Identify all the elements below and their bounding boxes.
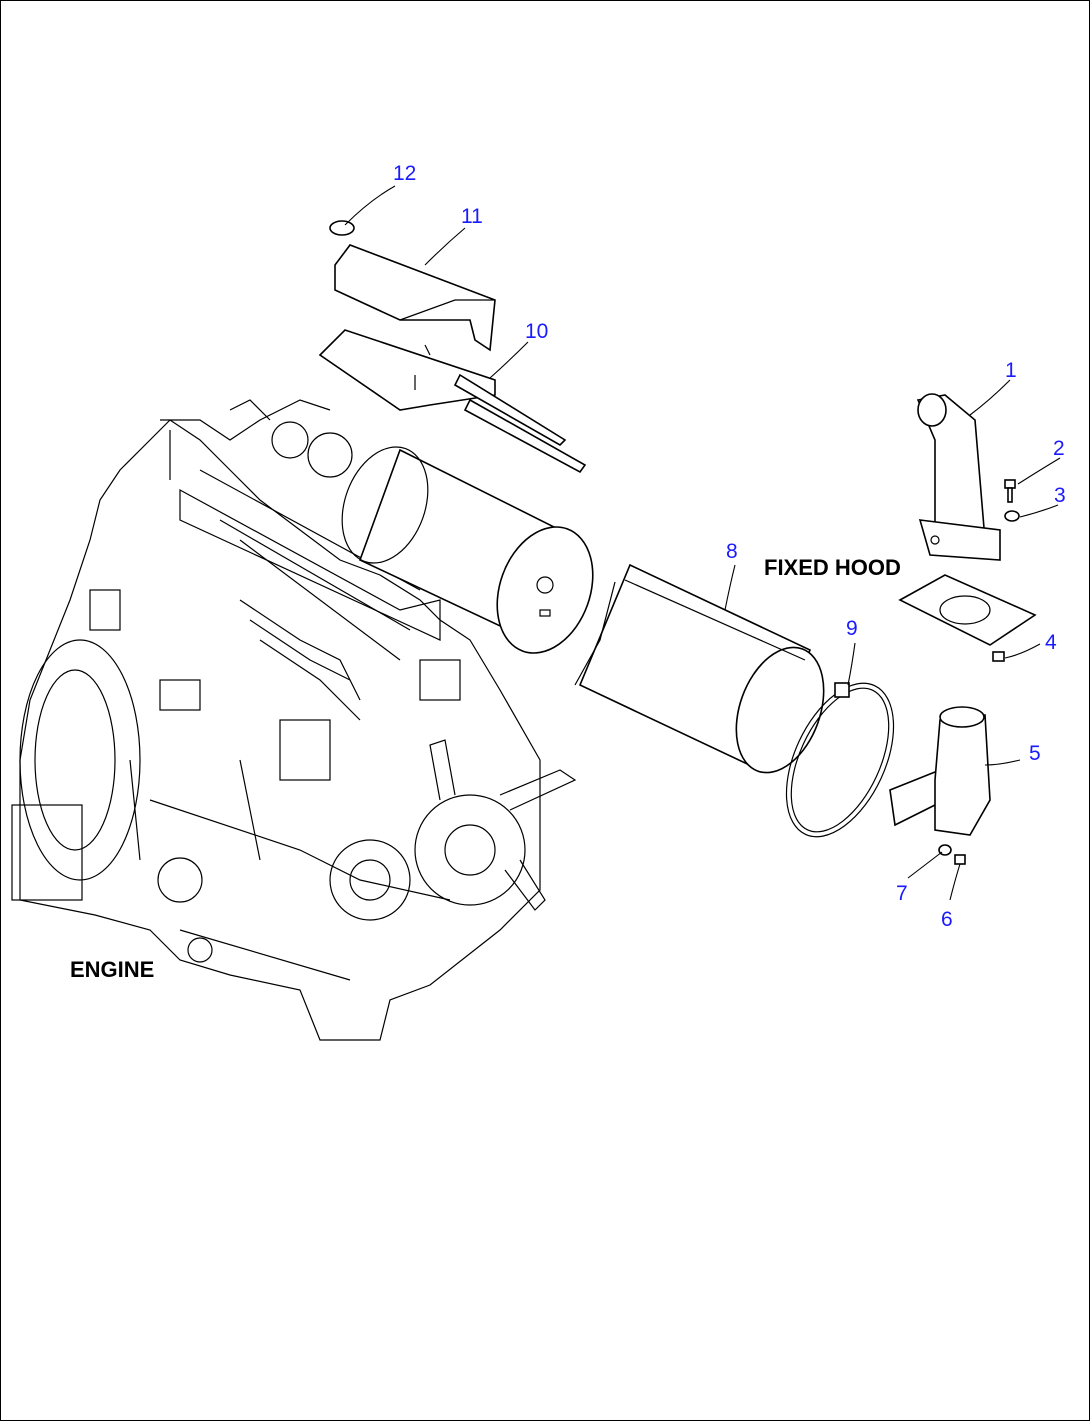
callout-5: 5 bbox=[1029, 742, 1041, 765]
part-4-nut bbox=[992, 651, 1005, 662]
gasket bbox=[898, 574, 1037, 646]
callout-1: 1 bbox=[1005, 359, 1017, 382]
callout-3: 3 bbox=[1054, 484, 1066, 507]
part-3-washer bbox=[1004, 510, 1020, 522]
part-10-plate bbox=[318, 329, 587, 474]
leader-lines bbox=[344, 185, 1061, 901]
callout-6: 6 bbox=[941, 908, 953, 931]
engine-label: ENGINE bbox=[70, 957, 154, 982]
part-8-muffler-cover bbox=[574, 563, 825, 774]
callout-11: 11 bbox=[461, 205, 483, 228]
callout-12: 12 bbox=[393, 162, 416, 185]
muffler bbox=[341, 446, 594, 654]
callout-8: 8 bbox=[726, 540, 738, 563]
part-1-tail-pipe bbox=[916, 393, 1001, 561]
callout-4: 4 bbox=[1045, 631, 1057, 654]
engine-illustration bbox=[11, 399, 577, 1041]
callout-2: 2 bbox=[1053, 437, 1065, 460]
part-2-bolt bbox=[1004, 479, 1016, 503]
part-9-clamp bbox=[785, 682, 895, 838]
part-6-nut bbox=[954, 854, 966, 865]
callout-10: 10 bbox=[525, 320, 548, 343]
part-12-grommet bbox=[329, 220, 355, 236]
fixed-hood-label: FIXED HOOD bbox=[764, 555, 901, 580]
part-11-cover bbox=[334, 244, 496, 356]
callout-9: 9 bbox=[846, 617, 858, 640]
callout-7: 7 bbox=[896, 882, 908, 905]
part-5-elbow-pipe bbox=[889, 706, 991, 836]
